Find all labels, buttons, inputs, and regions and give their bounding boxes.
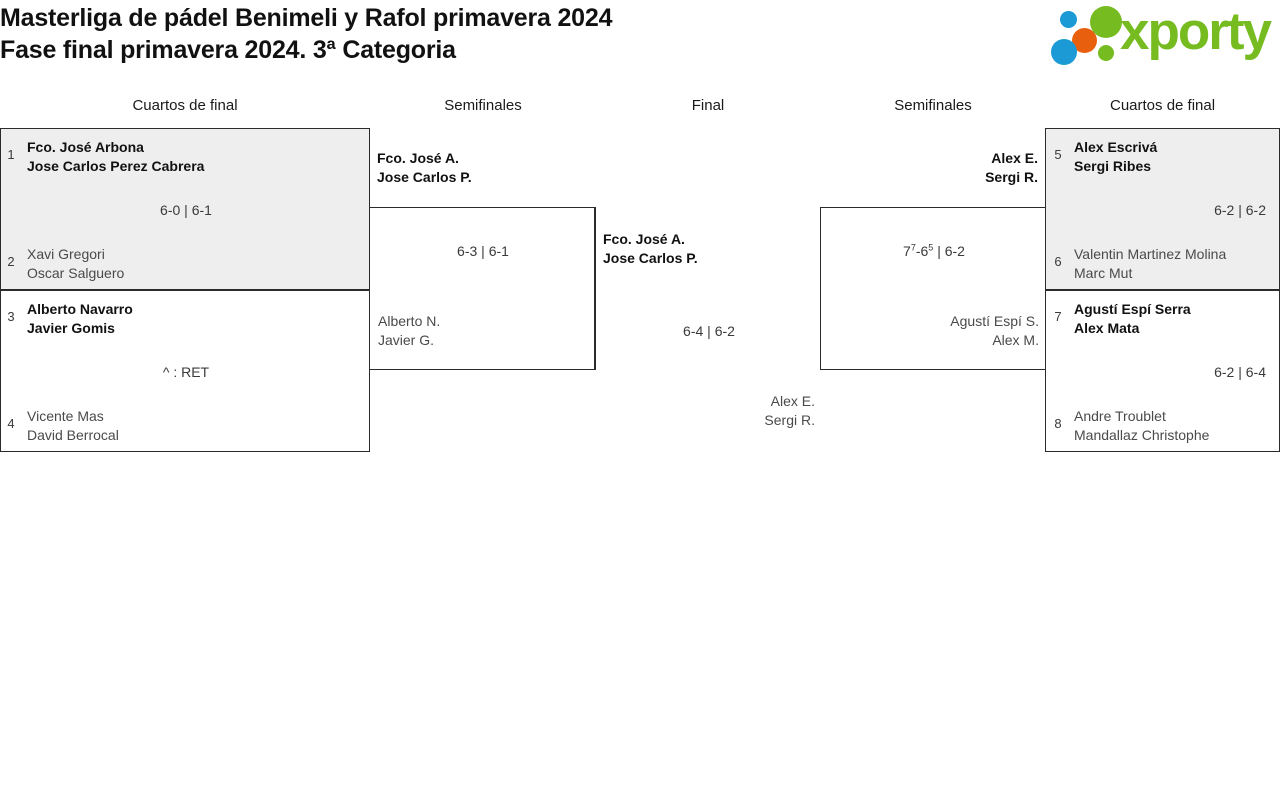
round-header-qf-left: Cuartos de final [132,97,238,114]
match-qf4[interactable]: 7 Agustí Espí Serra Alex Mata 6-2 | 6-4 … [1045,290,1280,452]
team-name: Alex Mata [1074,320,1140,336]
logo-dot-blue-large-icon [1051,39,1077,65]
match-score: 6-2 | 6-4 [1214,364,1266,380]
team-name: Alberto Navarro [27,301,133,317]
score-set1-b: -6 [915,243,929,259]
title-line-2: Fase final primavera 2024. 3ª Categoria [0,36,456,64]
page-title: Masterliga de pádel Benimeli y Rafol pri… [0,2,900,66]
seed-number: 2 [7,254,15,269]
team-name: Alex M. [992,332,1039,348]
team-name: Alex Escrivá [1074,139,1158,155]
team-name: Sergi R. [985,169,1038,185]
team-name: Vicente Mas [27,408,104,424]
team-name: Fco. José Arbona [27,139,144,155]
team-name: Xavi Gregori [27,246,105,262]
round-header-final: Final [691,97,725,114]
logo-dots-icon [1048,4,1128,68]
team-name: Agustí Espí Serra [1074,301,1191,317]
team-name: Jose Carlos P. [603,250,698,266]
logo-wordmark: xporty [1120,2,1272,61]
match-sf1[interactable]: 6-3 | 6-1 Alberto N. Javier G. [369,207,595,370]
score-set1-a: 7 [903,243,911,259]
round-header-qf-right: Cuartos de final [1110,97,1216,114]
match-qf1[interactable]: 1 Fco. José Arbona Jose Carlos Perez Cab… [0,128,370,290]
team-name: Mandallaz Christophe [1074,427,1210,443]
team-name: Sergi R. [764,412,815,428]
logo-dot-green-large-icon [1090,6,1122,38]
match-sf2[interactable]: 77-65 | 6-2 Agustí Espí S. Alex M. [820,207,1046,370]
team-name: Sergi Ribes [1074,158,1152,174]
seed-number: 1 [7,147,15,162]
match-score: ^ : RET [162,364,210,380]
score-tiebreak-a: 7 [910,242,916,253]
team-name: Marc Mut [1074,265,1133,281]
logo-dot-blue-small-icon [1060,11,1077,28]
logo-dot-green-small-icon [1098,45,1114,61]
team-name: Javier G. [378,332,435,348]
seed-number: 7 [1054,309,1062,324]
match-score: 6-4 | 6-2 [683,323,735,339]
seed-number: 5 [1054,147,1062,162]
seed-number: 6 [1054,254,1062,269]
seed-number: 4 [7,416,15,431]
team-name: Javier Gomis [27,320,115,336]
round-header-sf-left: Semifinales [444,97,522,114]
match-score: 6-2 | 6-2 [1214,202,1266,218]
team-name: Agustí Espí S. [950,313,1039,329]
match-qf3[interactable]: 5 Alex Escrivá Sergi Ribes 6-2 | 6-2 6 V… [1045,128,1280,290]
xporty-logo[interactable]: xporty [1048,2,1276,68]
score-rest: | 6-2 [933,243,965,259]
title-line-1: Masterliga de pádel Benimeli y Rafol pri… [0,4,613,32]
team-name: Oscar Salguero [27,265,125,281]
score-tiebreak-b: 5 [928,242,934,253]
team-name: Fco. José A. [377,150,459,166]
team-name: Jose Carlos P. [377,169,472,185]
match-final[interactable]: 6-4 | 6-2 [595,207,821,370]
team-name: Andre Troublet [1074,408,1166,424]
team-name: Fco. José A. [603,231,685,247]
team-name: Jose Carlos Perez Cabrera [27,158,205,174]
team-name: Alex E. [770,393,815,409]
team-name: Alex E. [991,150,1038,166]
match-score: 6-0 | 6-1 [160,202,212,218]
match-score: 77-65 | 6-2 [821,242,1047,260]
team-name: David Berrocal [27,427,119,443]
seed-number: 3 [7,309,15,324]
round-header-sf-right: Semifinales [894,97,972,114]
match-score: 6-3 | 6-1 [457,243,509,259]
team-name: Valentin Martinez Molina [1074,246,1227,262]
team-name: Alberto N. [378,313,441,329]
seed-number: 8 [1054,416,1062,431]
match-qf2[interactable]: 3 Alberto Navarro Javier Gomis ^ : RET 4… [0,290,370,452]
